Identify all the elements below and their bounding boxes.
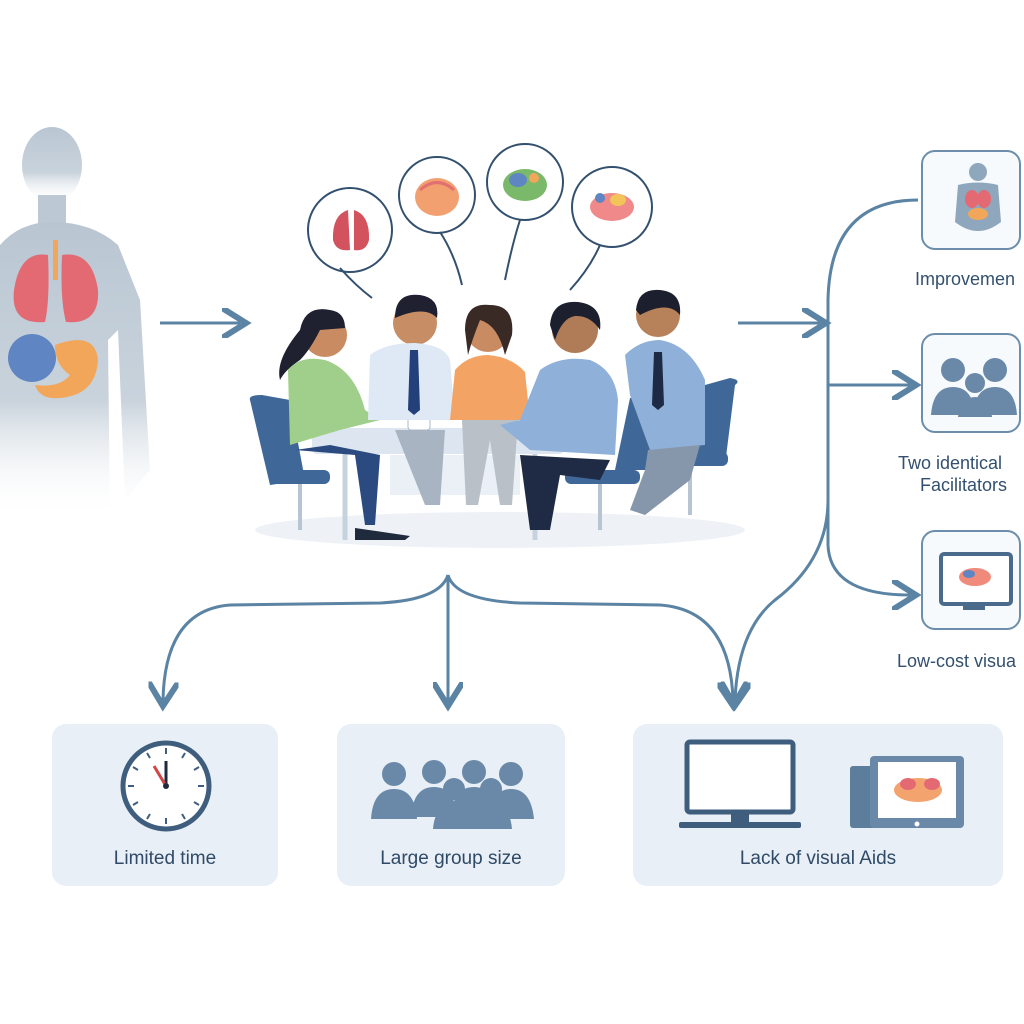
participant-man-white-shirt: [368, 294, 455, 505]
participant-man-blue-sweater: [500, 301, 618, 530]
speech-bubble-organs-green: [486, 143, 564, 281]
crowd-icon: [371, 760, 534, 829]
tablet-organ-icon: [850, 756, 964, 828]
intestines-icon: [8, 334, 98, 399]
body-organs-icon: [955, 163, 1001, 231]
group-people-icon: [931, 358, 1017, 417]
speech-bubble-brain: [398, 156, 476, 286]
clock-icon: [120, 740, 212, 832]
lungs-icon: [13, 240, 99, 323]
monitor-icon: [679, 739, 801, 828]
low-cost-visual-label: Low-cost visua: [897, 651, 1017, 671]
improvement-label: Improvemen: [915, 269, 1016, 289]
facilitators-card: [921, 333, 1021, 433]
lack-visual-aids-label: Lack of visual Aids: [739, 848, 897, 869]
limited-time-label: Limited time: [113, 848, 217, 869]
participant-man-tie: [625, 289, 705, 515]
participant-woman-orange: [450, 304, 530, 505]
low-cost-visual-card: [921, 530, 1021, 630]
human-body-figure: [0, 127, 150, 520]
challenges-branches: [163, 574, 733, 700]
participant-woman-green: [279, 309, 410, 540]
facilitators-label: Two identical Facilitators: [898, 452, 1007, 496]
monitor-organ-icon: [939, 552, 1013, 610]
meeting-scene: [249, 289, 745, 548]
large-group-label: Large group size: [380, 848, 522, 869]
facilitators-label-line1: Two identical: [898, 453, 1003, 473]
lack-visual-aids-card: Lack of visual Aids: [633, 724, 1003, 886]
outcomes-branches: [735, 198, 918, 700]
speech-bubble-lungs: [307, 187, 393, 299]
speech-bubble-organs-pink: [569, 166, 653, 291]
improvement-card: [921, 150, 1021, 250]
limited-time-card: Limited time: [52, 724, 278, 886]
facilitators-label-line2: Facilitators: [920, 475, 1008, 495]
large-group-card: Large group size: [337, 724, 565, 886]
